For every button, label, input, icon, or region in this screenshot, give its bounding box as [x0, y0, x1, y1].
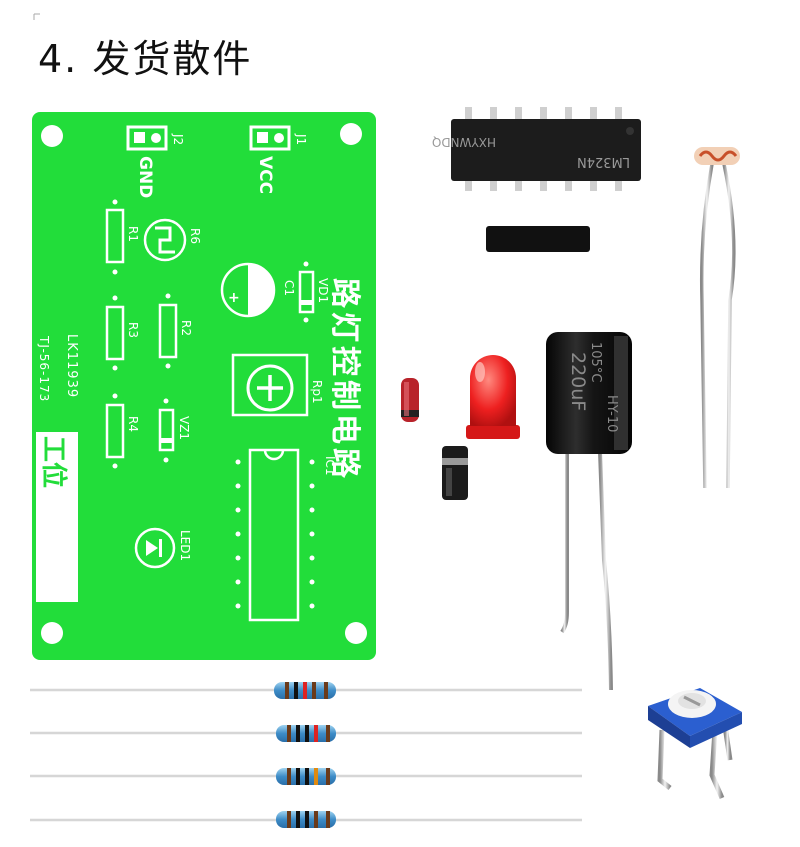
capacitor-electrolytic: 105°C 220uF HY-10 [546, 332, 632, 691]
page-title: 4. 发货散件 [38, 37, 253, 81]
label-vcc: VCC [255, 156, 275, 194]
ic-model: LM324N [577, 154, 630, 169]
label-vd1: VD1 [316, 278, 330, 303]
cap-brand: HY-10 [604, 395, 619, 432]
label-ic1: IC1 [323, 456, 337, 476]
label-r2: R2 [179, 320, 193, 336]
board-code-2: TJ-56-173 [37, 335, 51, 402]
label-r1: R1 [126, 226, 140, 242]
ic-maker: HXYWNDQ [432, 135, 496, 149]
trimmer-potentiometer [648, 688, 742, 799]
resistor-2 [30, 725, 582, 742]
label-r6: R6 [188, 228, 202, 244]
label-led1: LED1 [178, 530, 192, 561]
cap-temp: 105°C [588, 342, 603, 382]
board-code-1: LK11939 [64, 334, 79, 398]
label-r4: R4 [126, 416, 140, 432]
diode-rectifier [442, 282, 468, 665]
brand-mark: 工位 [38, 436, 69, 488]
pcb-board: J2 GND J1 VCC R1 R6 + C1 VD1 R3 R2 [32, 112, 376, 660]
label-r3: R3 [126, 322, 140, 338]
photoresistor [694, 147, 740, 489]
label-vz1: VZ1 [177, 416, 191, 440]
cap-value: 220uF [567, 352, 589, 411]
label-j1: J1 [294, 133, 308, 145]
pcb-title: 路灯控制电路 [327, 278, 362, 482]
diode-small [401, 122, 419, 672]
resistor-3 [30, 768, 582, 785]
svg-text:+: + [228, 290, 240, 306]
resistor-1 [30, 682, 582, 699]
label-j2: J2 [171, 133, 185, 145]
resistor-4 [30, 811, 582, 828]
pin-header [486, 198, 590, 302]
label-gnd: GND [135, 156, 155, 198]
label-c1: C1 [282, 280, 296, 296]
ic-chip: LM324N HXYWNDQ [432, 107, 641, 191]
label-rp1: Rp1 [310, 380, 324, 404]
led-red [466, 355, 520, 620]
